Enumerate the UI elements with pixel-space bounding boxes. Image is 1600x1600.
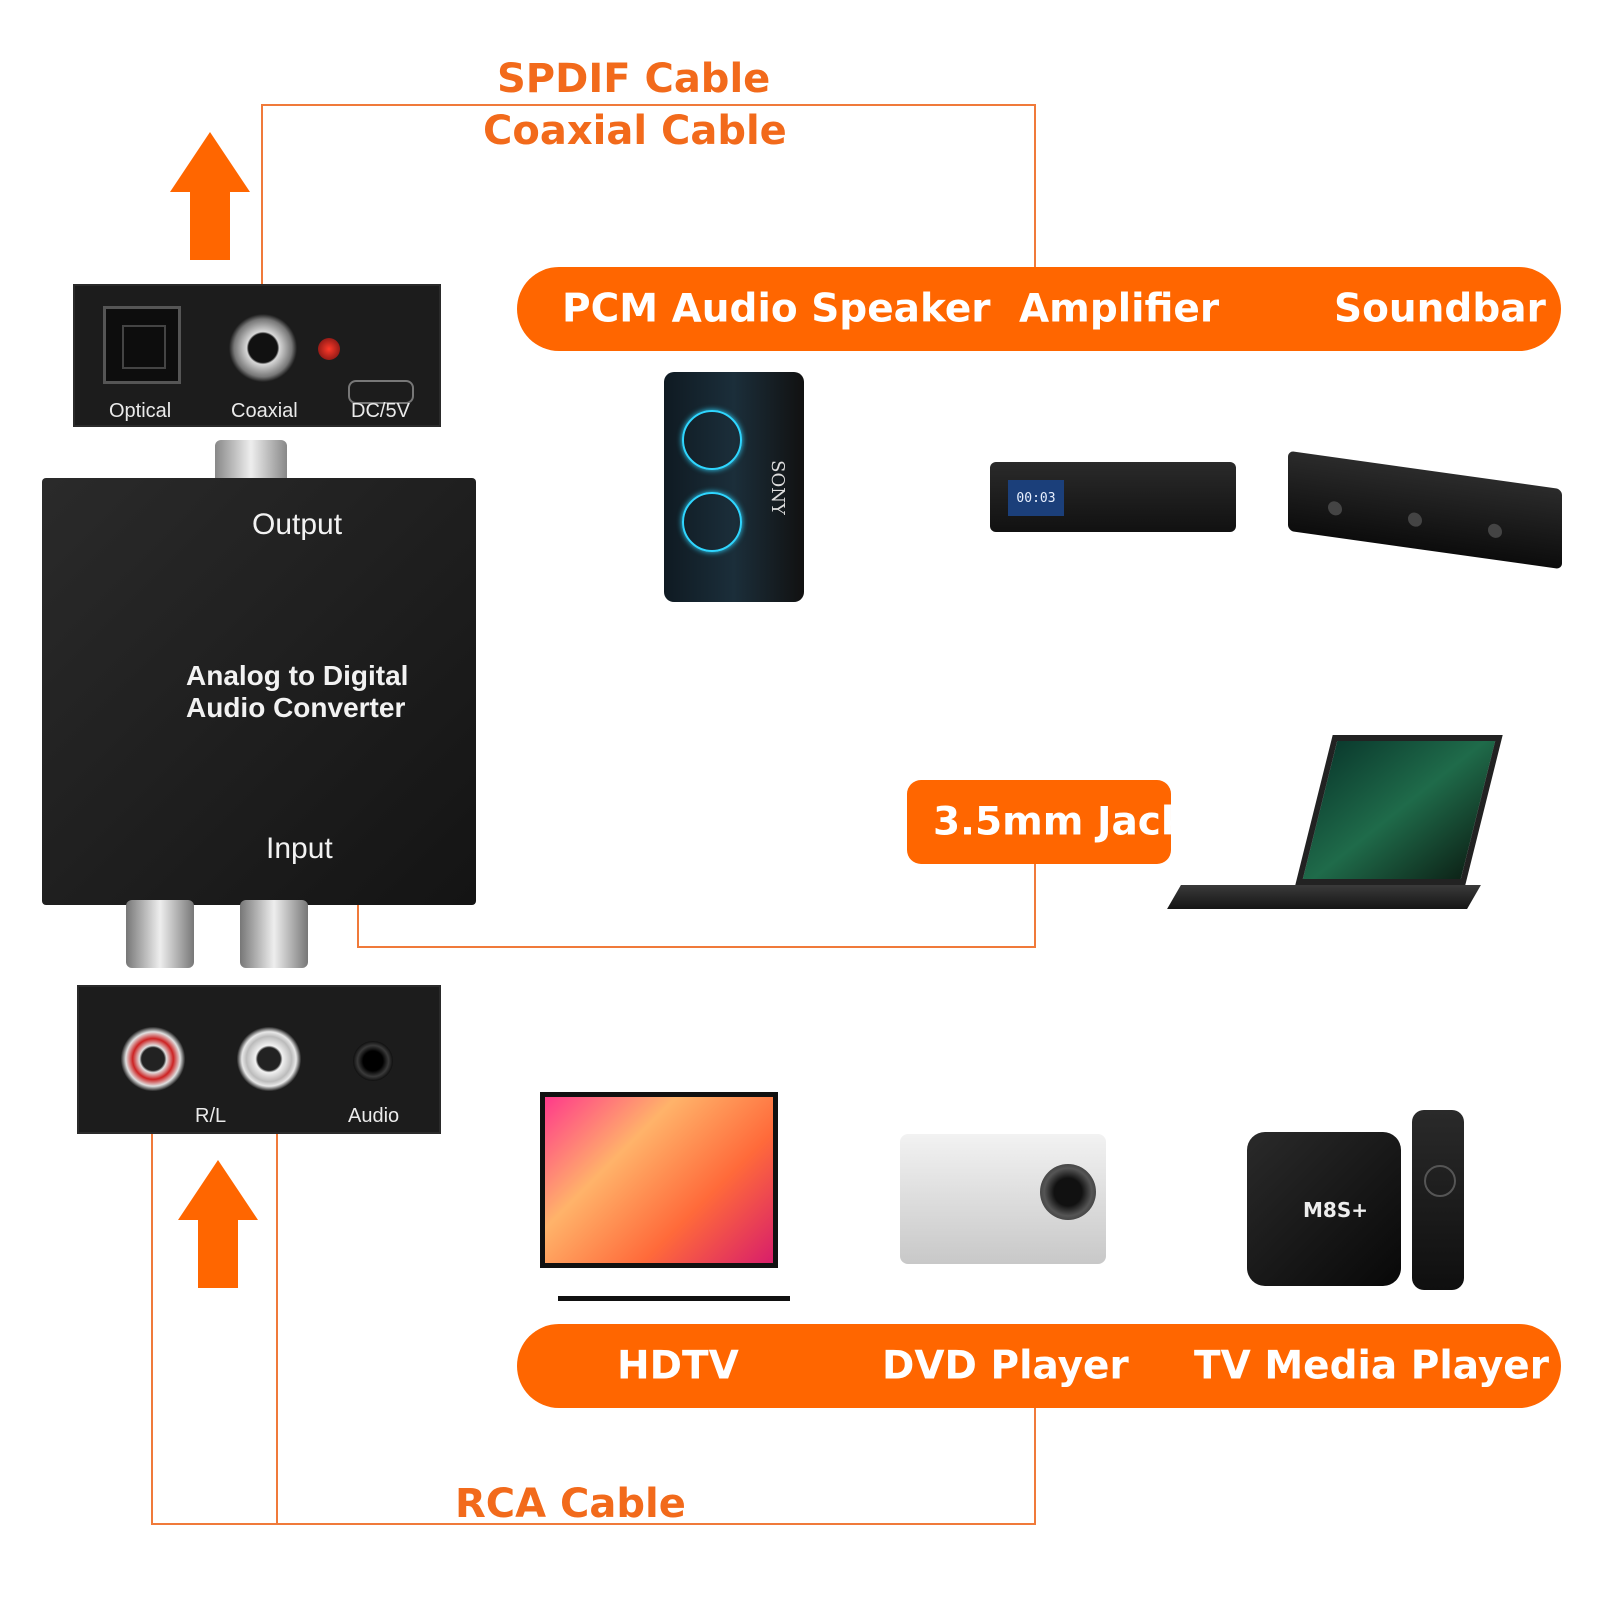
jack-pill: 3.5mm Jack — [907, 780, 1187, 864]
tv-box-brand: M8S+ — [1303, 1198, 1368, 1222]
input-text: Input — [266, 832, 333, 865]
spdif-cable-label: SPDIF Cable — [497, 56, 771, 102]
jack-label: 3.5mm Jack — [933, 799, 1187, 845]
aux-port-icon — [353, 1041, 393, 1081]
spdif-cable-line — [261, 104, 1036, 285]
jack-cable-line — [357, 862, 1036, 948]
rl-label: R/L — [195, 1105, 227, 1127]
tv-media-player-label: TV Media Player — [1194, 1343, 1549, 1389]
hdtv-label: HDTV — [617, 1343, 739, 1389]
rca-cable-line-left — [151, 1133, 1036, 1525]
dvd-player-label: DVD Player — [882, 1343, 1129, 1389]
hdtv-stand — [558, 1268, 790, 1301]
input-port-panel: R/L Audio — [77, 985, 441, 1134]
amplifier-image: 00:03 — [990, 462, 1236, 532]
speaker-image: SONY — [664, 372, 804, 602]
rca-red-port-icon — [121, 1027, 185, 1091]
coaxial-cable-label: Coaxial Cable — [483, 108, 787, 154]
output-port-panel: Optical Coaxial DC/5V — [73, 284, 441, 427]
dc-label: DC/5V — [351, 400, 410, 422]
rca-jack-left-icon — [126, 900, 194, 968]
power-led-icon — [318, 338, 340, 360]
output-devices-pill: PCM Audio Speaker Amplifier Soundbar — [517, 267, 1561, 351]
optical-label: Optical — [109, 400, 172, 422]
rca-jack-right-icon — [240, 900, 308, 968]
converter-box: Output Analog to Digital Audio Converter… — [42, 478, 476, 905]
usb-port-icon — [348, 380, 414, 404]
soundbar-label: Soundbar — [1334, 286, 1546, 332]
laptop-image — [1167, 735, 1503, 909]
input-devices-pill: HDTV DVD Player TV Media Player — [517, 1324, 1561, 1408]
pcm-speaker-label: PCM Audio Speaker — [562, 286, 991, 332]
audio-label: Audio — [348, 1105, 400, 1127]
coaxial-port-icon — [229, 314, 297, 382]
input-arrow-icon — [178, 1160, 258, 1288]
amp-display: 00:03 — [1008, 480, 1064, 516]
converter-title-2: Audio Converter — [186, 692, 406, 723]
amplifier-label: Amplifier — [1019, 286, 1220, 332]
speaker-brand: SONY — [766, 460, 788, 515]
tv-box-image: M8S+ — [1247, 1132, 1401, 1286]
projector-image — [900, 1134, 1106, 1264]
rca-cable-label: RCA Cable — [455, 1481, 686, 1527]
output-text: Output — [252, 508, 343, 541]
output-arrow-icon — [170, 132, 250, 260]
converter-title-1: Analog to Digital — [186, 660, 409, 691]
coaxial-label: Coaxial — [231, 400, 298, 422]
optical-port-icon — [103, 306, 181, 384]
rca-white-port-icon — [237, 1027, 301, 1091]
remote-image — [1412, 1110, 1464, 1290]
hdtv-image — [540, 1092, 778, 1268]
